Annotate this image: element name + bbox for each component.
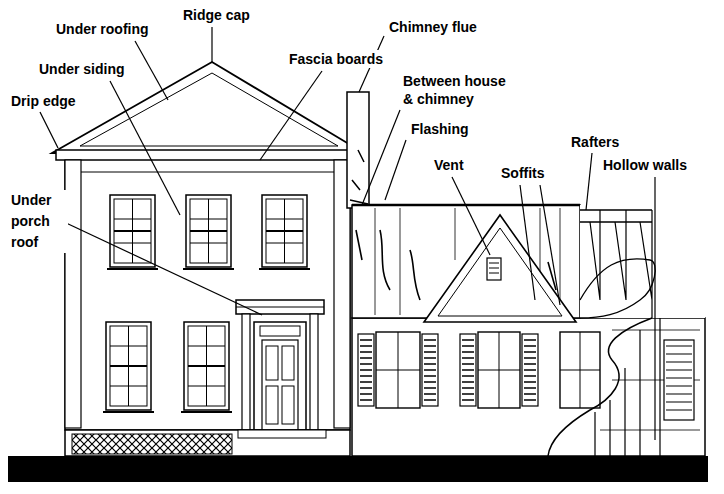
drawing-part: [254, 322, 306, 430]
drawing-part: [242, 314, 250, 430]
part-label: Under porch roof: [10, 190, 68, 253]
part-label: Under roofing: [55, 20, 150, 38]
drawing-part: [65, 158, 350, 430]
drawing-part: [238, 430, 326, 438]
drawing-part: [266, 386, 278, 424]
drawing-part: [385, 140, 406, 200]
drawing-part: [236, 307, 324, 308]
drawing-part: [580, 210, 652, 222]
drawing-part: [282, 346, 294, 380]
drawing-part: [590, 210, 652, 318]
drawing-part: [540, 185, 560, 305]
drawing-part: [72, 434, 232, 454]
drawing-part: [260, 71, 322, 160]
drawing-part: [376, 332, 420, 408]
drawing-part: [266, 346, 278, 380]
drawing-part: [478, 332, 520, 408]
drawing-part: [40, 112, 58, 148]
part-label: Rafters: [570, 133, 620, 151]
drawing-part: [548, 318, 652, 456]
drawing-part: [358, 334, 374, 406]
drawing-part: [487, 258, 501, 280]
part-label: Chimney flue: [388, 18, 478, 36]
chimney: [347, 92, 369, 208]
drawing-part: [452, 177, 490, 255]
drawing-part: [282, 386, 294, 424]
drawing-part: [135, 41, 168, 100]
drawing-part: [211, 27, 212, 62]
main-house: [52, 62, 364, 456]
part-label: Ridge cap: [182, 6, 251, 24]
drawing-part: [259, 195, 310, 269]
drawing-part: [595, 318, 660, 456]
wing: [352, 205, 705, 456]
drawing-part: [666, 346, 692, 410]
part-label: Fascia boards: [288, 50, 384, 68]
drawing-part: [262, 340, 298, 430]
drawing-part: [560, 332, 600, 408]
drawing-part: [64, 222, 262, 315]
drawing-part: [362, 110, 400, 205]
ground-bar: [8, 456, 708, 482]
drawing-part: [352, 318, 705, 456]
drawing-part: [438, 228, 562, 316]
drawing-part: [560, 332, 600, 408]
drawing-part: [422, 334, 438, 406]
drawing-part: [600, 330, 700, 430]
part-label: Under siding: [38, 60, 126, 78]
drawing-part: [424, 215, 576, 322]
leader-lines: [40, 27, 655, 440]
drawing-part: [80, 73, 338, 146]
drawing-part: [460, 334, 476, 406]
drawing-part: [236, 300, 324, 314]
drawing-part: [65, 430, 350, 456]
drawing-part: [310, 314, 318, 430]
drawing-part: [580, 205, 705, 318]
drawing-part: [56, 150, 360, 160]
drawing-part: [580, 259, 655, 318]
drawing-part: [520, 185, 535, 300]
cutaway: [548, 205, 705, 456]
part-label: Drip edge: [10, 92, 77, 110]
drawing-part: [181, 322, 232, 412]
part-label: Vent: [433, 156, 465, 174]
drawing-part: [664, 340, 694, 420]
drawing-part: [183, 195, 234, 269]
drawing-part: [347, 92, 369, 208]
drawing-part: [107, 195, 158, 269]
drawing-part: [103, 322, 154, 412]
drawing-part: [260, 326, 300, 336]
drawing-part: [586, 153, 592, 210]
drawing-part: [110, 81, 180, 215]
drawing-part: [522, 334, 538, 406]
drawing-part: [478, 332, 520, 408]
part-label: Hollow walls: [602, 156, 688, 174]
drawing-part: [654, 177, 655, 440]
part-label: Between house & chimney: [402, 72, 520, 108]
drawing-part: [81, 172, 334, 173]
drawing-part: [489, 263, 499, 273]
part-label: Soffits: [500, 164, 546, 182]
drawing-part: [376, 332, 420, 408]
part-label: Flashing: [410, 120, 470, 138]
